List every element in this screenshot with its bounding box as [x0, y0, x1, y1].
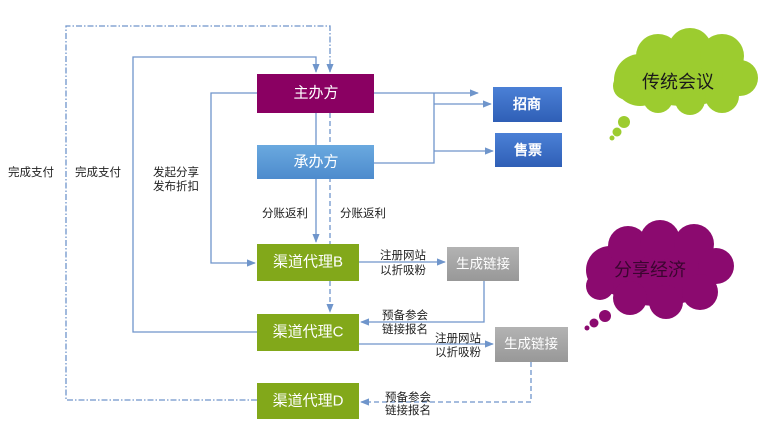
link-b-box — [447, 247, 519, 281]
node-agent-d: 渠道代理D — [257, 383, 359, 419]
label-complete-payment-outer: 完成支付 — [8, 165, 54, 179]
agent-d-box — [257, 383, 359, 419]
label-initiate-share-line1: 发起分享 — [153, 165, 199, 179]
edge-link-c-to-agent-d — [360, 362, 532, 406]
label-register-b-line1: 注册网站 — [380, 248, 426, 262]
cloud-traditional-meeting: 传统会议 — [609, 28, 758, 141]
sponsorship-box — [493, 87, 562, 122]
connectors — [65, 25, 532, 406]
node-sponsorship: 招商 — [493, 87, 562, 122]
node-agent-c: 渠道代理C — [257, 314, 359, 351]
node-co-host: 承办方 — [257, 145, 374, 179]
agent-b-label: 渠道代理B — [273, 254, 343, 271]
agent-d-label: 渠道代理D — [273, 393, 344, 410]
thought-bubble — [618, 116, 630, 128]
link-c-box — [495, 327, 568, 362]
edge-labels: 完成支付 完成支付 发起分享 发布折扣 分账返利 分账返利 注册网站 以折吸粉 … — [8, 165, 481, 417]
node-link-c: 生成链接 — [495, 327, 568, 362]
edge-link-b-to-agent-c — [360, 281, 485, 326]
edge-branch-trunk — [374, 93, 435, 164]
link-b-label: 生成链接 — [456, 256, 510, 272]
agent-c-box — [257, 314, 359, 351]
edge-agent-c-to-host-payment — [132, 56, 320, 333]
label-register-c-line1: 注册网站 — [435, 331, 481, 345]
thought-bubble — [589, 318, 599, 328]
thought-bubble — [609, 135, 615, 141]
label-revenue-share-right: 分账返利 — [340, 207, 386, 220]
label-preregister-c-line2: 链接报名 — [382, 322, 428, 336]
host-label: 主办方 — [293, 85, 338, 102]
co-host-box — [257, 145, 374, 179]
label-complete-payment-inner: 完成支付 — [75, 165, 121, 179]
label-preregister-c-line1: 预备参会 — [382, 308, 428, 322]
cloud-sharing-label: 分享经济 — [614, 260, 686, 280]
ticketing-label: 售票 — [513, 142, 542, 158]
host-box — [257, 74, 374, 113]
node-link-b: 生成链接 — [447, 247, 519, 281]
edge-agent-d-to-host-payment — [65, 25, 334, 401]
cloud-shape — [586, 220, 734, 319]
agent-c-label: 渠道代理C — [273, 324, 344, 341]
label-preregister-d-line1: 预备参会 — [385, 390, 431, 404]
node-agent-b: 渠道代理B — [257, 244, 359, 281]
thought-bubble — [612, 127, 622, 137]
ticketing-box — [495, 133, 562, 167]
label-preregister-d-line2: 链接报名 — [385, 403, 431, 417]
node-host: 主办方 — [257, 74, 374, 113]
thought-bubble — [599, 310, 611, 322]
edge-host-to-agent-b-share — [210, 92, 257, 267]
co-host-label: 承办方 — [293, 154, 338, 171]
label-revenue-share-left: 分账返利 — [262, 207, 308, 220]
link-c-label: 生成链接 — [504, 336, 558, 352]
agent-b-box — [257, 244, 359, 281]
label-register-c-line2: 以折吸粉 — [435, 345, 481, 359]
cloud-sharing-economy: 分享经济 — [584, 220, 734, 331]
thought-bubble — [584, 325, 590, 331]
node-ticketing: 售票 — [495, 133, 562, 167]
label-initiate-share-line2: 发布折扣 — [153, 179, 199, 193]
label-register-b-line2: 以折吸粉 — [380, 263, 426, 277]
cloud-shape — [613, 28, 758, 115]
cloud-traditional-label: 传统会议 — [642, 72, 714, 92]
sponsorship-label: 招商 — [513, 96, 541, 112]
